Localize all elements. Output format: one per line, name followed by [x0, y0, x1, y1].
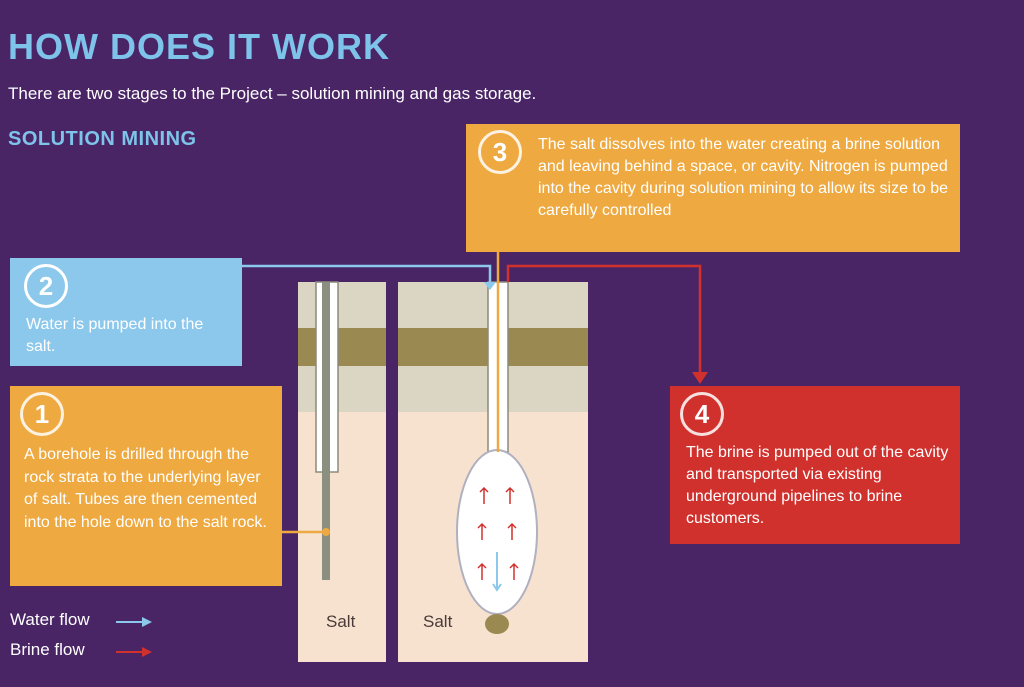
- step-2-box: 2 Water is pumped into the salt.: [10, 258, 242, 366]
- borehole-column: [298, 281, 386, 662]
- brine-outflow-arrowhead: [692, 372, 708, 384]
- step-3-box: 3 The salt dissolves into the water crea…: [466, 124, 960, 252]
- step-1-text: A borehole is drilled through the rock s…: [24, 446, 267, 531]
- step-4-number: 4: [680, 392, 724, 436]
- brine-arrows: [477, 486, 519, 580]
- salt-label-right: Salt: [423, 612, 453, 631]
- insoluble-residue: [485, 614, 509, 634]
- step-3-text: The salt dissolves into the water creati…: [538, 136, 948, 219]
- rock-stratum-left-3: [298, 366, 386, 412]
- step1-connector-dot: [322, 528, 330, 536]
- page-title: HOW DOES IT WORK: [8, 26, 390, 67]
- step-2-number: 2: [24, 264, 68, 308]
- step-4-box: 4 The brine is pumped out of the cavity …: [670, 386, 960, 544]
- borehole-tube: [322, 282, 330, 580]
- step-2-text: Water is pumped into the salt.: [26, 316, 204, 355]
- cavity-column: [398, 281, 588, 662]
- step-1-box: 1 A borehole is drilled through the rock…: [10, 386, 282, 586]
- rock-stratum-left-2: [298, 328, 386, 366]
- section-heading: SOLUTION MINING: [8, 128, 197, 150]
- brine-outflow-line: [506, 264, 702, 374]
- legend-brine-flow: Brine flow: [10, 640, 85, 659]
- step-4-text: The brine is pumped out of the cavity an…: [686, 444, 949, 527]
- water-arrow-cavity: [492, 552, 502, 592]
- rock-stratum-left-1: [298, 282, 386, 328]
- salt-label-left: Salt: [326, 612, 356, 631]
- step-3-number: 3: [478, 130, 522, 174]
- step-1-number: 1: [20, 392, 64, 436]
- water-inflow-arrowhead: [484, 282, 496, 290]
- water-flow-legend-arrow: [142, 617, 152, 627]
- legend-water-flow: Water flow: [10, 610, 90, 629]
- brine-flow-legend-arrow: [142, 647, 152, 657]
- page-subtitle: There are two stages to the Project – so…: [8, 84, 537, 103]
